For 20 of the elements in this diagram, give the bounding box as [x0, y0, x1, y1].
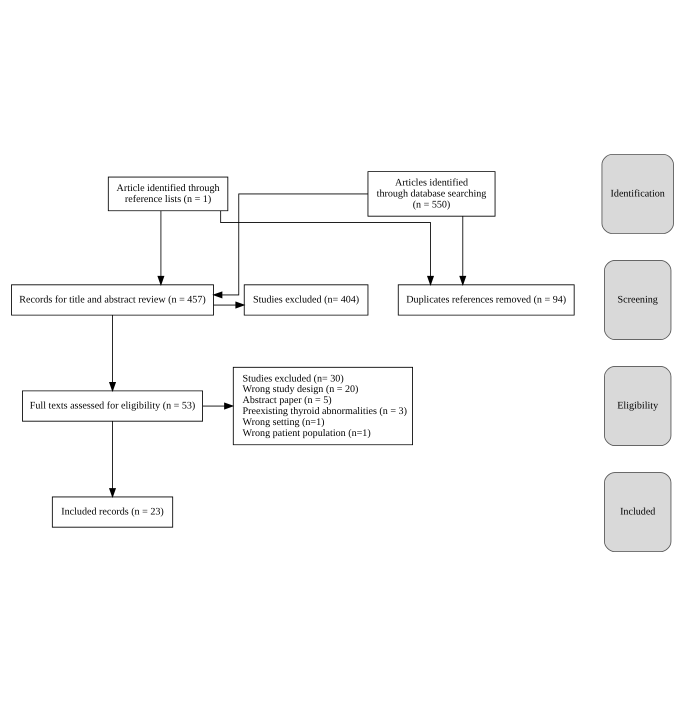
arrow [220, 210, 434, 286]
arrow [202, 402, 234, 410]
node-box: Studies excluded (n= 30) Wrong study design (n = 20) Abstract paper (n = 5) Preexisting thyroid abnormalities (n = 3) Wrong setting (n=1) Wrong patient population (n=1) [232, 366, 413, 445]
arrow [459, 216, 466, 286]
node-box: Articles identified through database searching (n = 550) [368, 170, 496, 216]
arrow [108, 420, 116, 498]
node-box: Included records (n = 23) [52, 496, 174, 528]
node-box: Duplicates references removed (n = 94) [398, 284, 575, 316]
arrow [108, 314, 116, 392]
node-box: Identification [602, 153, 674, 234]
node-box: Records for title and abstract review (n = 457) [11, 284, 214, 316]
node-box: Full texts assessed for eligibility (n = 53) [22, 390, 203, 422]
node-box: Screening [604, 260, 672, 340]
node-box: Article identified through reference lists (n = 1) [108, 176, 228, 211]
arrow [157, 210, 164, 286]
node-box: Eligibility [604, 366, 672, 446]
node-box: Studies excluded (n= 404) [244, 284, 368, 316]
arrow [212, 193, 368, 298]
node-box: Included [604, 472, 672, 552]
arrow [213, 300, 246, 308]
